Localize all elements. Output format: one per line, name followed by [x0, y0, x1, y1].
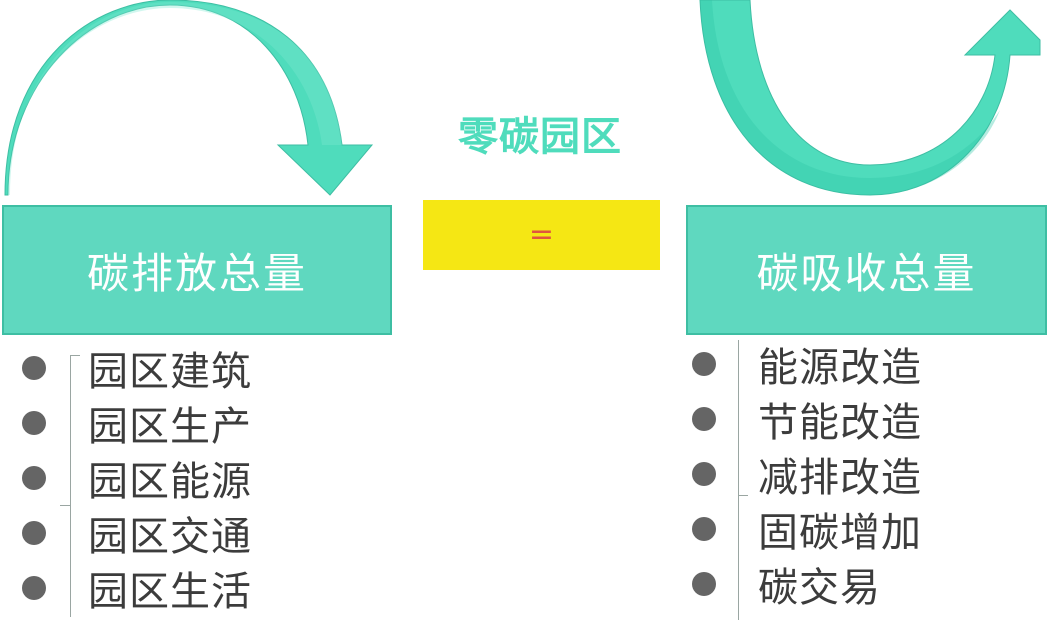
list-item: 园区生活: [22, 560, 252, 616]
list-item-label: 减排改造: [758, 455, 922, 501]
emission-total-label: 碳排放总量: [86, 248, 307, 298]
list-item-label: 园区建筑: [88, 349, 252, 395]
left-bracket-line: [70, 355, 71, 617]
list-item-label: 固碳增加: [758, 510, 922, 556]
left-bracket-tick-mid: [60, 505, 70, 506]
emission-source-list: 园区建筑 园区生产 园区能源 园区交通 园区生活: [22, 334, 322, 622]
bullet-icon: [22, 411, 46, 435]
diagram-title: 零碳园区: [458, 114, 622, 160]
bullet-icon: [692, 572, 716, 596]
right-bracket-tick-mid: [738, 495, 748, 496]
list-item: 园区建筑: [22, 340, 252, 396]
absorption-measure-list: 能源改造 节能改造 减排改造 固碳增加 碳交易: [692, 334, 1032, 622]
bullet-icon: [22, 466, 46, 490]
list-item-label: 能源改造: [758, 345, 922, 391]
bullet-icon: [692, 407, 716, 431]
curved-arrow-down-icon: [4, 0, 374, 196]
bullet-icon: [22, 521, 46, 545]
bullet-icon: [692, 352, 716, 376]
list-item-label: 园区生产: [88, 404, 252, 450]
equals-sign: =: [528, 217, 555, 252]
absorption-total-box: 碳吸收总量: [686, 205, 1047, 335]
list-item-label: 园区交通: [88, 514, 252, 560]
bullet-icon: [692, 462, 716, 486]
list-item: 能源改造: [692, 336, 922, 392]
bullet-icon: [22, 576, 46, 600]
left-bracket-tick-top: [70, 355, 80, 356]
bullet-icon: [692, 517, 716, 541]
emission-total-box: 碳排放总量: [2, 205, 392, 335]
bullet-icon: [22, 356, 46, 380]
absorption-total-label: 碳吸收总量: [756, 248, 977, 298]
equals-box: =: [423, 200, 660, 270]
list-item: 园区交通: [22, 505, 252, 561]
list-item: 园区能源: [22, 450, 252, 506]
curved-arrow-up-icon: [699, 0, 1041, 196]
list-item: 园区生产: [22, 395, 252, 451]
list-item-label: 碳交易: [758, 565, 881, 611]
list-item-label: 节能改造: [758, 400, 922, 446]
list-item: 碳交易: [692, 556, 881, 612]
list-item: 固碳增加: [692, 501, 922, 557]
list-item-label: 园区生活: [88, 569, 252, 615]
right-bracket-line: [738, 340, 739, 620]
list-item-label: 园区能源: [88, 459, 252, 505]
list-item: 减排改造: [692, 446, 922, 502]
list-item: 节能改造: [692, 391, 922, 447]
